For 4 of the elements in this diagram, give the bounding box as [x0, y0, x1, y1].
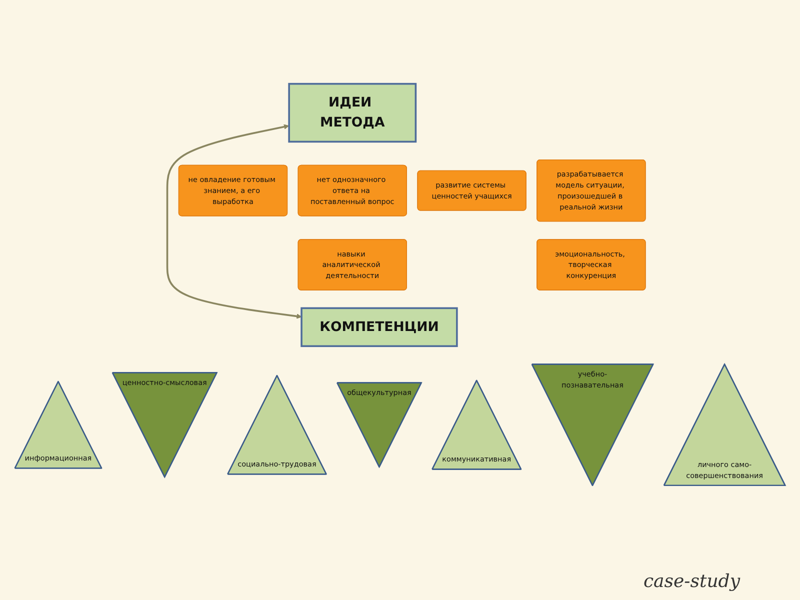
node-box: ИДЕИ МЕТОДА — [288, 83, 417, 143]
arrow — [166, 124, 302, 320]
caption-text: case-study — [643, 571, 740, 592]
node-box: КОМПЕТЕНЦИИ — [300, 308, 458, 348]
